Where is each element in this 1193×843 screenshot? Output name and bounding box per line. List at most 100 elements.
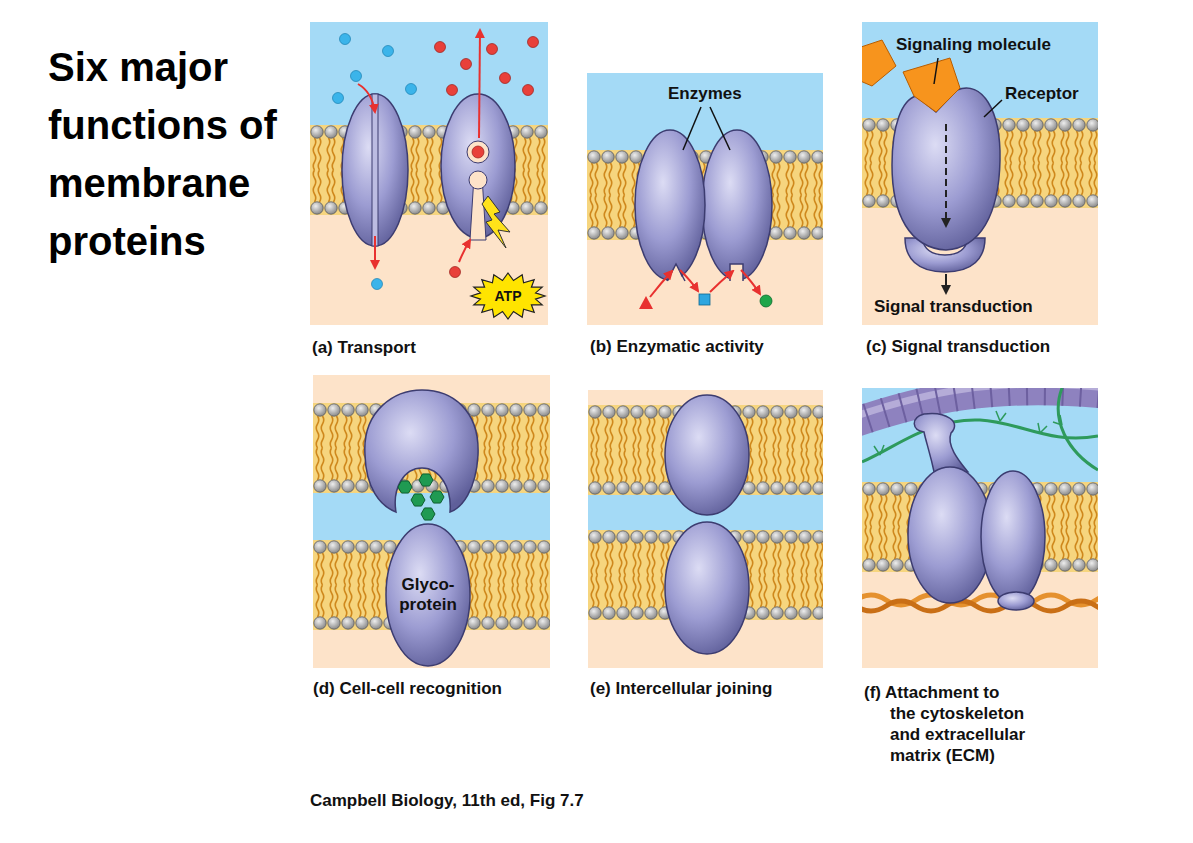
label-bracket-part [710, 107, 730, 150]
signaling-molecule [903, 58, 960, 112]
attachment-illustration [862, 388, 1098, 668]
glycoprotein-shape [386, 524, 470, 666]
reaction-arrow [650, 270, 760, 297]
figure-caption: Campbell Biology, 11th ed, Fig 7.7 [310, 790, 584, 811]
integrin-protein [981, 471, 1045, 603]
glycoprotein: Glyco- protein [385, 523, 471, 667]
enzyme-illustration [587, 73, 823, 325]
solute-blue-part [406, 84, 417, 95]
caption-block: Campbell Biology, 11th ed, Fig 7.7 [310, 790, 584, 811]
function-panel: (c) Signal transduction [862, 22, 1098, 426]
active-site [730, 264, 743, 285]
solute-red-part [523, 85, 534, 96]
solute-red-part [461, 59, 472, 70]
leader-line-part [934, 58, 938, 84]
function-panel: (f) Attachment to the cytoskeleton and e… [862, 388, 1098, 772]
solute-red-part [528, 37, 539, 48]
carbohydrate-part [398, 481, 412, 493]
flow-arrow [374, 236, 376, 268]
label-holder: Signal transduction [874, 297, 1033, 317]
starburst-shape [471, 273, 545, 319]
cytoskeleton-part [862, 601, 1098, 611]
panel-caption: (f) Attachment to the cytoskeleton and e… [864, 682, 1028, 766]
reaction-arrow-part [741, 270, 760, 294]
molecule-label: Signaling molecule [896, 35, 1051, 55]
energy-bolt [482, 196, 510, 248]
solute-blue-part [333, 93, 344, 104]
solute-red-part [487, 44, 498, 55]
panel-caption: (e) Intercellular joining [590, 678, 823, 699]
carbohydrate-part [411, 494, 425, 506]
signal-arrow [945, 124, 947, 226]
protein-label: Enzymes [668, 84, 742, 104]
label-holder: Enzymes [668, 84, 742, 104]
pump-pocket [467, 141, 489, 163]
process-label: Signal transduction [874, 297, 1033, 317]
signal-illustration [862, 22, 1098, 325]
carbohydrate-part [430, 491, 444, 503]
recognition-illustration [313, 375, 550, 668]
ecm-fiber-part [1058, 388, 1098, 470]
solute-blue-part [351, 71, 362, 82]
solute-red [435, 37, 539, 278]
function-panel: (e) Intercellular joining [588, 390, 823, 768]
solute-red-part [472, 146, 484, 158]
panel-caption: (b) Enzymatic activity [590, 336, 823, 357]
leader-line [934, 58, 1002, 117]
joining-illustration [588, 390, 823, 668]
flow-arrow [358, 84, 375, 112]
anchor-protein [998, 592, 1034, 610]
solute-red-part [447, 85, 458, 96]
intermediate [699, 294, 710, 305]
channel-protein [342, 94, 408, 246]
panel-caption: (a) Transport [312, 337, 548, 358]
label-holder: Receptor [1005, 84, 1079, 104]
leader-line-part [984, 100, 1002, 117]
function-panel: (b) Enzymatic activity [587, 73, 823, 426]
integrin-protein [908, 467, 992, 603]
solute-red-part [500, 73, 511, 84]
solute-blue-part [340, 34, 351, 45]
flow-arrow [459, 240, 470, 262]
reaction-arrow-part [680, 270, 698, 291]
cytoskeleton [862, 595, 1098, 611]
reaction-arrow-part [650, 271, 672, 297]
function-panel: (a) Transport ATP [310, 22, 548, 427]
label-bracket [683, 107, 730, 150]
label-bracket-part [683, 107, 701, 150]
ecm-fiber [862, 388, 1098, 470]
integrin-stalk [914, 413, 968, 476]
product [760, 295, 772, 307]
enzyme-protein [635, 130, 705, 280]
channel-pore [372, 94, 378, 246]
pump-channel [469, 171, 487, 189]
carbohydrate [398, 474, 444, 520]
panel-caption: (d) Cell-cell recognition [313, 678, 550, 699]
substrate [639, 296, 653, 309]
solute-red-part [450, 267, 461, 278]
figure-title: Six major functions of membrane proteins [48, 38, 303, 270]
solute-blue-part [372, 279, 383, 290]
function-panel: (d) Cell-cell recognition Glyco- protein [313, 375, 550, 768]
carbohydrate-part [419, 474, 433, 486]
recognition-protein [365, 390, 478, 512]
solute-red-part [435, 42, 446, 53]
protein-name: Glyco- protein [393, 575, 463, 614]
transport-illustration [310, 22, 548, 325]
junction-protein [665, 395, 749, 515]
carbohydrate-part [421, 508, 435, 520]
flow-arrow [479, 30, 480, 138]
label-holder: Signaling molecule [896, 35, 1051, 55]
receptor-protein [892, 88, 1000, 250]
solute-blue-part [383, 46, 394, 57]
junction-protein [665, 522, 749, 654]
molecule-name: ATP [495, 288, 522, 304]
enzyme-protein [702, 130, 772, 280]
signaling-molecule [862, 40, 896, 86]
solute-blue [333, 34, 417, 290]
title-block: Six major functions of membrane proteins [48, 38, 303, 270]
panel-caption: (c) Signal transduction [866, 336, 1098, 357]
signal-arrow [945, 274, 947, 293]
atp-burst: ATP [470, 272, 546, 320]
